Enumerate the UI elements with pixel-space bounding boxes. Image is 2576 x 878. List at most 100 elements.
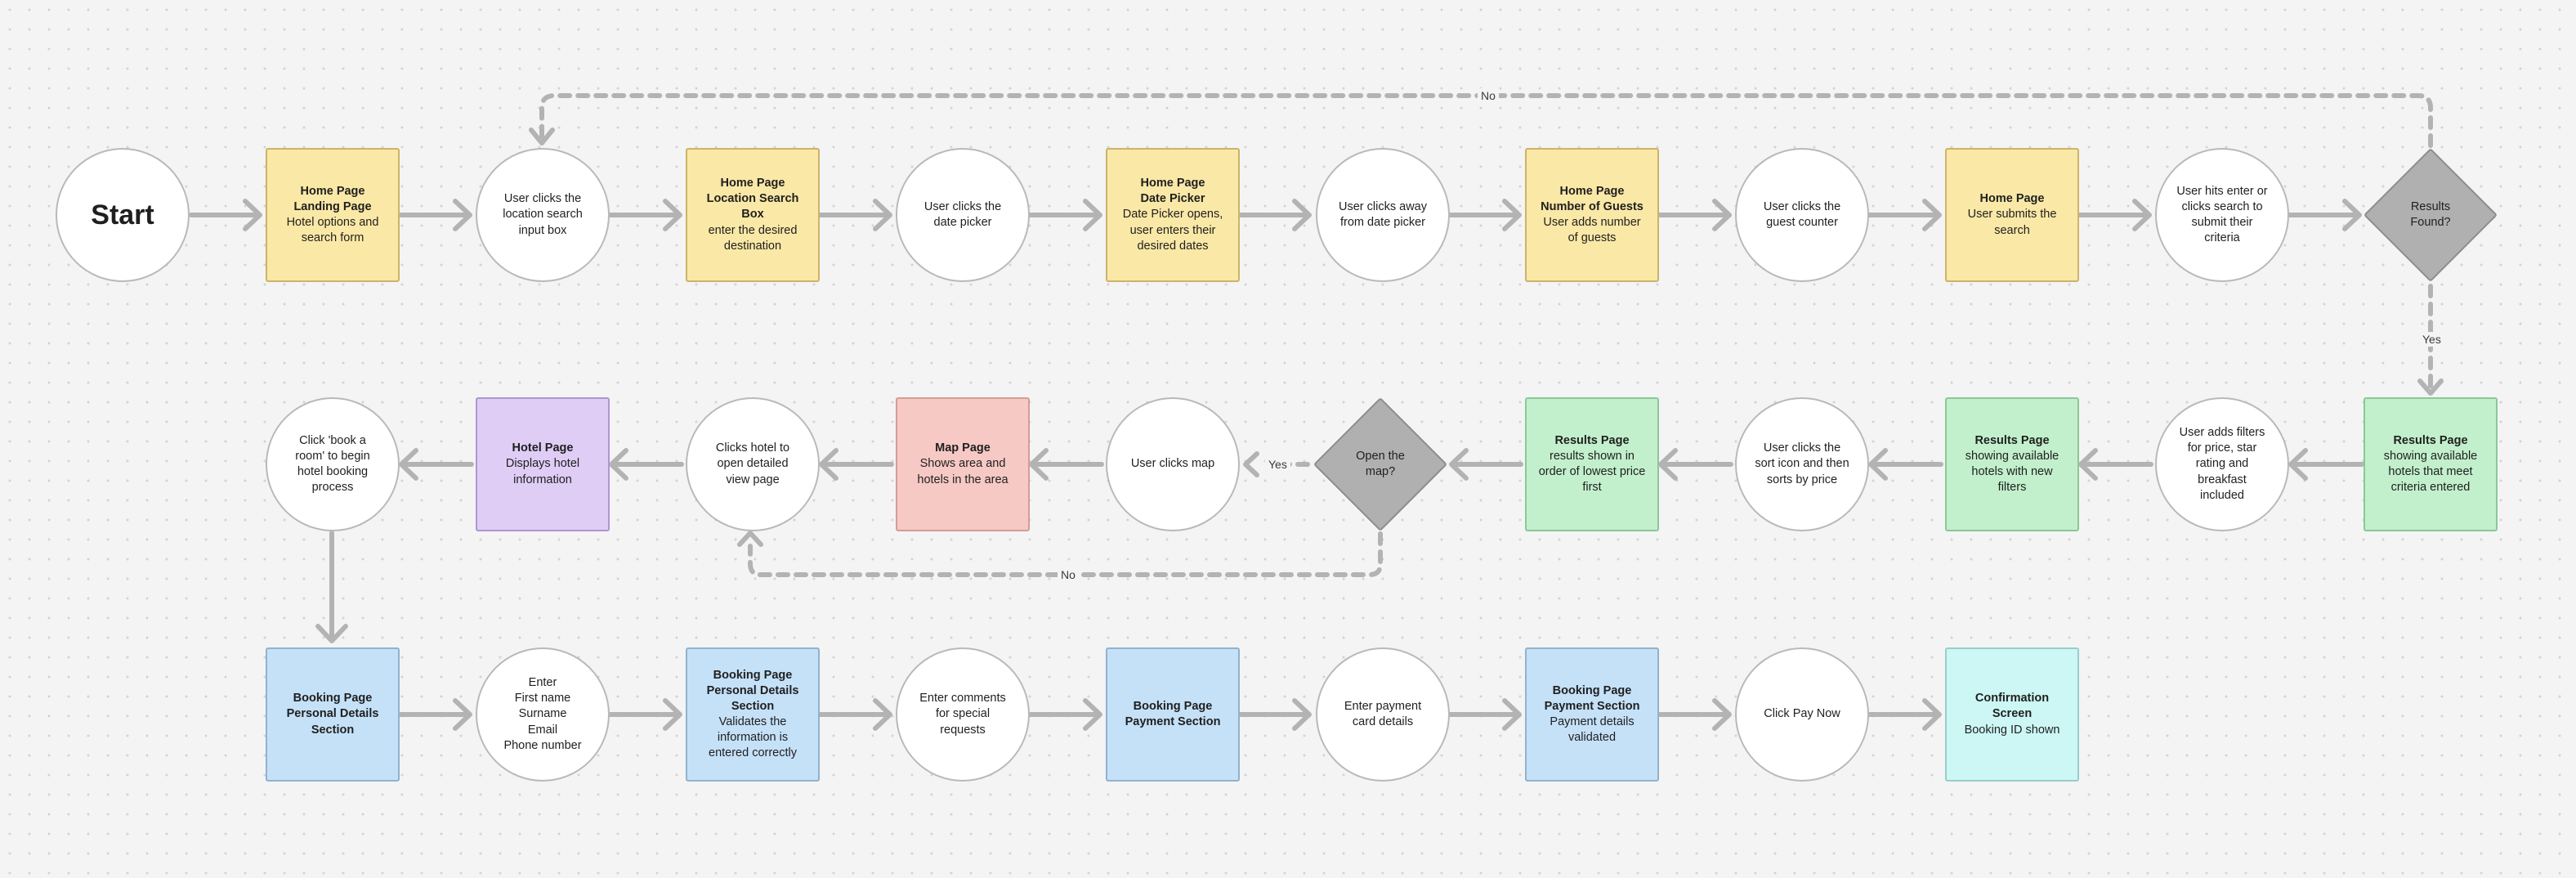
click-away-date-picker-step[interactable]: User clicks away from date picker [1316, 148, 1450, 282]
click-guest-counter-step[interactable]: User clicks the guest counter [1735, 148, 1869, 282]
node-subtitle: Landing Page [293, 199, 372, 213]
step-text: User clicks the sort icon and then sorts… [1755, 441, 1849, 486]
node-body: User submits the search [1967, 208, 2057, 237]
connector-validate-to-comments [817, 698, 892, 731]
hotel-page-node[interactable]: Hotel Page Displays hotel information [476, 397, 610, 531]
connector-location-box-to-click-date [817, 199, 892, 231]
click-date-picker-step[interactable]: User clicks the date picker [896, 148, 1030, 282]
node-body: showing available hotels with new filter… [1965, 449, 2059, 495]
home-location-search-node[interactable]: Home Page Location Search Box enter the … [686, 148, 820, 282]
node-title: Home Page [300, 184, 365, 198]
click-map-step[interactable]: User clicks map [1106, 397, 1240, 531]
click-location-search-step[interactable]: User clicks the location search input bo… [476, 148, 610, 282]
connector-hotel-page-to-book-room [399, 448, 474, 481]
connector-click-location-to-location-box [607, 199, 682, 231]
click-pay-now-step[interactable]: Click Pay Now [1735, 647, 1869, 782]
node-title: Booking Page [293, 692, 373, 706]
booking-payment-node[interactable]: Booking Page Payment Section [1106, 647, 1240, 782]
sort-by-price-step[interactable]: User clicks the sort icon and then sorts… [1735, 397, 1869, 531]
connector-results-to-add-filters [2288, 448, 2364, 481]
edge-label-map-no: No [1058, 567, 1079, 582]
home-date-picker-node[interactable]: Home Page Date Picker Date Picker opens,… [1106, 148, 1240, 282]
map-page-node[interactable]: Map Page Shows area and hotels in the ar… [896, 397, 1030, 531]
node-title: Results Page [1554, 433, 1630, 447]
home-submit-search-node[interactable]: Home Page User submits the search [1945, 148, 2079, 282]
step-text: User hits enter or clicks search to subm… [2176, 184, 2268, 245]
connector-comments-to-payment [1027, 698, 1102, 731]
results-page-sorted-node[interactable]: Results Page results shown in order of l… [1525, 397, 1659, 531]
step-line: First name [514, 692, 571, 706]
connector-date-picker-to-click-away [1237, 199, 1312, 231]
results-page-criteria-node[interactable]: Results Page showing available hotels th… [2364, 397, 2498, 531]
connector-map-page-to-click-hotel [819, 448, 894, 481]
start-label: Start [91, 199, 154, 231]
connector-filtered-results-to-sort [1868, 448, 1943, 481]
connector-sort-to-sorted-results [1658, 448, 1733, 481]
connector-results-no-loop-arrowhead [529, 128, 555, 146]
click-hotel-step[interactable]: Clicks hotel to open detailed view page [686, 397, 820, 531]
decision-line-1: Results [2410, 199, 2451, 213]
connector-click-date-to-date-picker [1027, 199, 1102, 231]
enter-comments-step[interactable]: Enter comments for special requests [896, 647, 1030, 782]
results-page-filters-node[interactable]: Results Page showing available hotels wi… [1945, 397, 2079, 531]
connector-click-hotel-to-hotel-page [609, 448, 684, 481]
decision-line-2: map? [1365, 465, 1396, 478]
confirmation-screen-node[interactable]: Confirmation Screen Booking ID shown [1945, 647, 2079, 782]
step-text: Enter payment card details [1344, 699, 1422, 728]
node-subtitle: Personal Details Section [286, 707, 379, 737]
step-text: User clicks the guest counter [1763, 199, 1841, 229]
node-title: Home Page [1559, 184, 1625, 198]
home-number-of-guests-node[interactable]: Home Page Number of Guests User adds num… [1525, 148, 1659, 282]
connector-landing-to-click-location [398, 199, 472, 231]
node-subtitle: Payment Section [1125, 715, 1221, 728]
connector-click-away-to-guests [1447, 199, 1522, 231]
step-line: Phone number [503, 738, 582, 752]
booking-payment-validated-node[interactable]: Booking Page Payment Section Payment det… [1525, 647, 1659, 782]
node-subtitle: Personal Details Section [706, 683, 799, 713]
step-text: Click Pay Now [1764, 707, 1840, 721]
connector-payment-validated-to-pay-now [1657, 698, 1732, 731]
enter-personal-details-step[interactable]: Enter First name Surname Email Phone num… [476, 647, 610, 782]
results-found-decision[interactable]: Results Found? [2363, 147, 2498, 283]
connector-results-yes-arrowhead [2417, 379, 2444, 396]
connector-results-no-loop [539, 93, 2433, 148]
step-line: Surname [518, 707, 567, 721]
node-body: Date Picker opens, user enters their des… [1122, 208, 1223, 253]
connector-map-decision-yes-arrowhead [1243, 451, 1259, 477]
node-title: Results Page [2393, 433, 2468, 447]
connector-start-to-landing [189, 199, 262, 231]
booking-personal-details-node[interactable]: Booking Page Personal Details Section [266, 647, 400, 782]
add-filters-step[interactable]: User adds filters for price, star rating… [2155, 397, 2289, 531]
edge-label-results-no: No [1478, 88, 1499, 103]
connector-guest-counter-to-submit [1867, 199, 1942, 231]
step-text: Enter comments for special requests [919, 692, 1006, 737]
decision-line-2: Found? [2410, 216, 2451, 229]
enter-card-details-step[interactable]: Enter payment card details [1316, 647, 1450, 782]
step-text: Click 'book a room' to begin hotel booki… [295, 433, 370, 495]
node-body: enter the desired destination [708, 223, 798, 253]
step-text: User clicks the date picker [924, 199, 1002, 229]
node-title: Booking Page [1133, 699, 1213, 713]
connector-enter-details-to-validate [607, 698, 682, 731]
node-subtitle: Location Search Box [706, 192, 799, 222]
connector-booking-to-enter-details [398, 698, 472, 731]
book-a-room-step[interactable]: Click 'book a room' to begin hotel booki… [266, 397, 400, 531]
node-title: Confirmation Screen [1974, 692, 2050, 721]
node-title: Booking Page [1552, 683, 1632, 697]
open-map-decision[interactable]: Open the map? [1313, 396, 1448, 532]
node-subtitle: Number of Guests [1541, 199, 1644, 213]
node-body: Displays hotel information [505, 457, 580, 486]
hit-enter-search-step[interactable]: User hits enter or clicks search to subm… [2155, 148, 2289, 282]
node-body: User adds number of guests [1543, 216, 1641, 245]
node-title: Map Page [935, 441, 991, 455]
node-title: Booking Page [713, 668, 793, 682]
step-text: User adds filters for price, star rating… [2179, 426, 2265, 502]
booking-validate-details-node[interactable]: Booking Page Personal Details Section Va… [686, 647, 820, 782]
step-text: User clicks the location search input bo… [503, 192, 583, 237]
start-node[interactable]: Start [56, 148, 190, 282]
node-body: Payment details validated [1550, 715, 1635, 745]
node-body: Validates the information is entered cor… [709, 715, 797, 760]
node-body: Hotel options and search form [286, 216, 379, 245]
node-body: Shows area and hotels in the area [917, 457, 1008, 486]
home-landing-page-node[interactable]: Home Page Landing Page Hotel options and… [266, 148, 400, 282]
